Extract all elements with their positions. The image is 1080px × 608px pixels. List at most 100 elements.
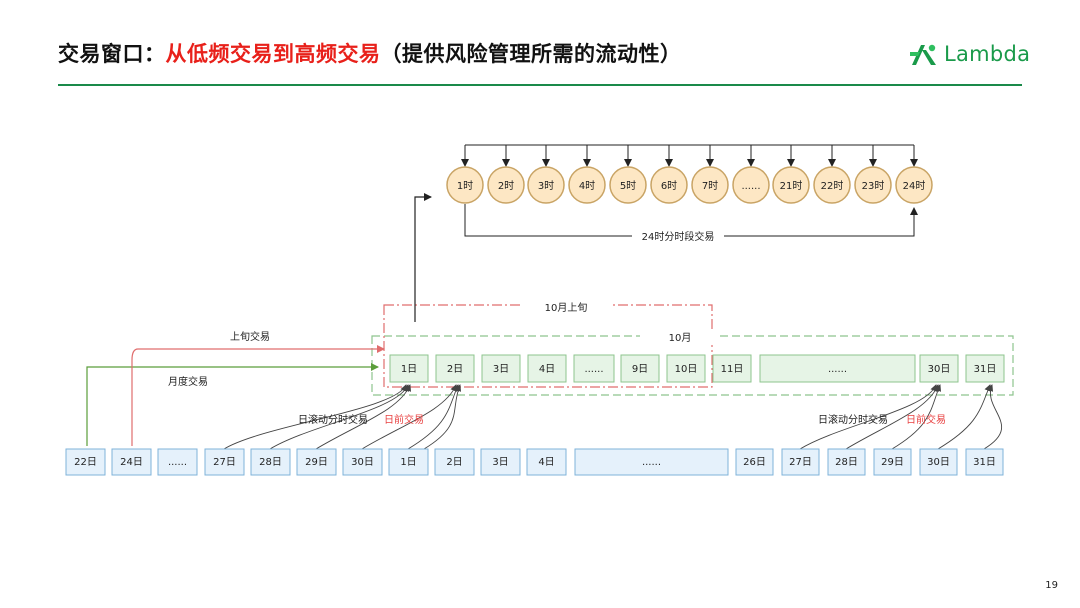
month-day-box [527, 354, 567, 383]
bottom-day-label: 1日 [400, 457, 416, 468]
bottom-day-box [434, 448, 475, 476]
lambda-logo-icon [910, 44, 936, 65]
bottom-day-label: 3日 [492, 457, 508, 468]
rolling-arrow [983, 384, 1002, 450]
month-day-label: 1日 [401, 364, 417, 375]
bottom-day-box [873, 448, 912, 476]
hour-node [813, 166, 851, 204]
hour-node-label: 24时 [903, 180, 926, 192]
rolling-arrow [361, 384, 458, 450]
bottom-day-label: ...... [642, 457, 661, 468]
bottom-day-box [342, 448, 383, 476]
hour-node-label: 21时 [780, 180, 803, 192]
month-day-box [620, 354, 660, 383]
title-suffix: （提供风险管理所需的流动性） [380, 42, 682, 66]
month-day-box [389, 354, 429, 383]
month-day-label: 2日 [447, 364, 463, 375]
hour-node-label: ...... [741, 181, 760, 192]
bottom-day-label: 2日 [446, 457, 462, 468]
rolling-arrow [407, 384, 460, 450]
hour-node [772, 166, 810, 204]
slide-title: 交易窗口：从低频交易到高频交易（提供风险管理所需的流动性） [58, 38, 682, 68]
rolling-arrow [223, 384, 407, 450]
hour-node [568, 166, 606, 204]
bottom-day-box [919, 448, 958, 476]
bottom-day-box [574, 448, 729, 476]
bottom-day-label: 29日 [881, 457, 904, 468]
rolling-right-red-label: 日前交易 [906, 413, 946, 426]
rolling-arrow [937, 384, 992, 450]
hour-node [650, 166, 688, 204]
title-highlight: 从低频交易到高频交易 [165, 42, 381, 66]
title-divider [58, 84, 1022, 86]
rolling-arrow [269, 384, 410, 450]
month-day-label: 30日 [928, 364, 951, 375]
bottom-day-label: 29日 [305, 457, 328, 468]
month-box-label: 10月 [669, 332, 692, 344]
monthly-trade-label: 月度交易 [168, 375, 208, 388]
bottom-day-box [827, 448, 866, 476]
lambda-logo-text: Lambda [944, 42, 1031, 66]
hour-node-label: 3时 [538, 180, 554, 192]
dekad-trade-arrow [131, 345, 385, 446]
rolling-right-label: 日滚动分时交易 [818, 413, 888, 426]
dekad-trade-label: 上旬交易 [230, 330, 270, 343]
rolling-left-label: 日滚动分时交易 [298, 413, 368, 426]
hour-node-label: 4时 [579, 180, 595, 192]
month-day-label: 10日 [675, 364, 698, 375]
bottom-day-box [250, 448, 291, 476]
bottom-day-box [781, 448, 820, 476]
month-day-box [573, 354, 615, 383]
month-day-box [666, 354, 706, 383]
page-number: 19 [1045, 580, 1058, 591]
month-day-label: ...... [584, 364, 603, 375]
month-day-label: 11日 [721, 364, 744, 375]
bottom-day-box [480, 448, 521, 476]
hour-node [487, 166, 525, 204]
bottom-day-box [111, 448, 152, 476]
hour-node-label: 7时 [702, 180, 718, 192]
bottom-day-box [296, 448, 337, 476]
bottom-day-label: 30日 [351, 457, 374, 468]
bottom-day-box [157, 448, 198, 476]
hour-node-label: 5时 [620, 180, 636, 192]
rolling-arrow [891, 384, 942, 450]
bottom-day-label: ...... [168, 457, 187, 468]
hour-caption-bg [632, 228, 724, 244]
bottom-day-label: 28日 [835, 457, 858, 468]
hour-node-label: 22时 [821, 180, 844, 192]
month-day-box [481, 354, 521, 383]
month-day-box [965, 354, 1005, 383]
bottom-day-box [735, 448, 774, 476]
month-day-box [435, 354, 475, 383]
bottom-day-box [204, 448, 245, 476]
hour-node-label: 23时 [862, 180, 885, 192]
bottom-day-label: 30日 [927, 457, 950, 468]
bottom-day-label: 26日 [743, 457, 766, 468]
rolling-arrow [315, 384, 412, 450]
bottom-day-label: 27日 [213, 457, 236, 468]
rolling-arrows-left [223, 384, 462, 450]
hour-node [527, 166, 565, 204]
hour-node-label: 1时 [457, 180, 473, 192]
hour-node [446, 166, 484, 204]
hour-node [732, 166, 770, 204]
bottom-day-box [526, 448, 567, 476]
bottom-day-label: 31日 [973, 457, 996, 468]
bottom-day-label: 22日 [74, 457, 97, 468]
hour-node [609, 166, 647, 204]
monthly-trade-arrow [86, 363, 379, 446]
dekad-label-bg [520, 298, 612, 316]
title-prefix: 交易窗口： [58, 42, 166, 66]
month-day-box [712, 354, 752, 383]
hour-node-label: 6时 [661, 180, 677, 192]
dekad-box-label: 10月上旬 [545, 301, 588, 314]
hour-node [691, 166, 729, 204]
bottom-day-box [65, 448, 106, 476]
bottom-day-label: 28日 [259, 457, 282, 468]
